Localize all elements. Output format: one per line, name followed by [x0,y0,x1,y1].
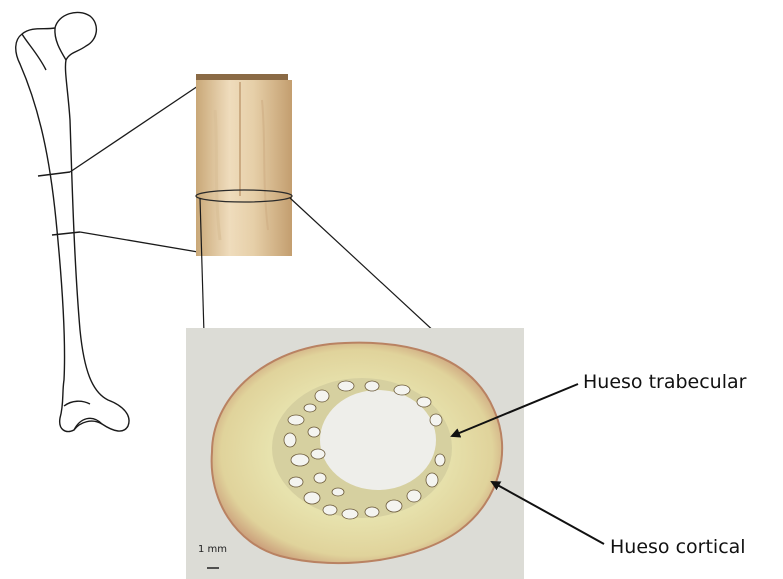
scale-label: 1 mm [198,544,227,555]
trabecular-bone-label: Hueso trabecular [583,371,746,393]
femur-icon [16,12,129,431]
cross-section-photo [186,328,524,579]
zoom-connector-lines [70,86,198,252]
cortical-bone-label: Hueso cortical [610,536,746,558]
trabecular-region [272,378,452,519]
bone-segment-photo [196,74,292,256]
